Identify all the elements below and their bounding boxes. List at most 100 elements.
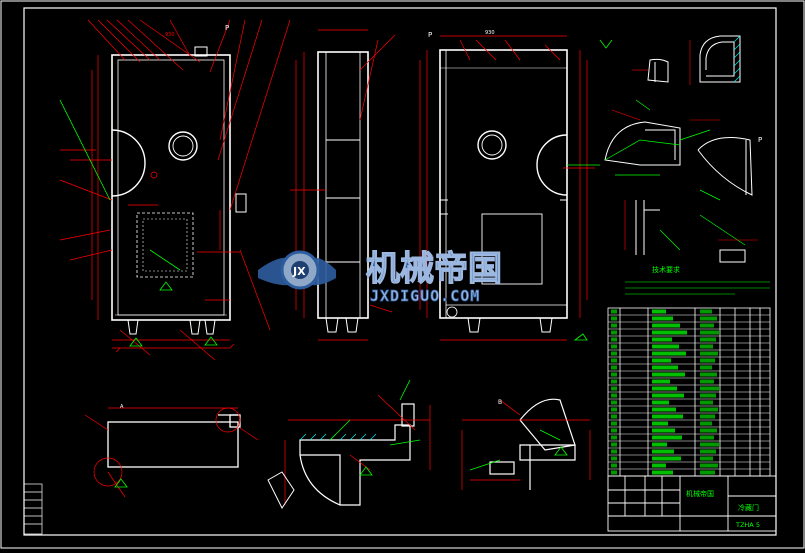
table-cell-name-mark <box>652 351 686 356</box>
table-cell-material-mark <box>700 407 718 412</box>
green-leader-lines <box>59 99 568 488</box>
table-cell-material-mark <box>700 442 719 447</box>
dimension-label-top: 930 <box>165 32 175 38</box>
technical-requirements-block: 技术要求 <box>625 265 770 295</box>
table-cell-name-mark <box>652 379 670 384</box>
bottom-detail-3-dims <box>461 399 591 490</box>
table-cell-material-mark <box>700 449 716 454</box>
table-cell-material-mark <box>700 470 715 475</box>
watermark-latin: JXDIGUO.COM <box>370 287 480 305</box>
table-cell-index-mark <box>611 316 617 321</box>
table-cell-name-mark <box>652 428 675 433</box>
table-cell-index-mark <box>611 365 617 370</box>
table-cell-name-mark <box>652 337 672 342</box>
table-cell-name-mark <box>652 442 667 447</box>
technical-requirements-heading: 技术要求 <box>652 265 680 274</box>
table-cell-material-mark <box>700 337 716 342</box>
bottom-detail-2-hatch <box>299 433 377 441</box>
table-cell-material-mark <box>700 323 714 328</box>
revision-mark-detail: P <box>758 136 762 144</box>
inner-border <box>23 7 777 536</box>
rear-view <box>439 49 568 333</box>
front-view-dimensions <box>59 19 291 361</box>
table-cell-name-mark <box>652 309 666 314</box>
table-cell-index-mark <box>611 344 617 349</box>
table-cell-name-mark <box>652 449 674 454</box>
table-cell-index-mark <box>611 407 617 412</box>
bottom-detail-1-dims <box>84 407 259 498</box>
bottom-detail-2 <box>299 403 415 506</box>
bottom-detail-2-dims <box>284 394 431 505</box>
table-cell-name-mark <box>652 407 676 412</box>
table-cell-index-mark <box>611 323 617 328</box>
svg-text:JX: JX <box>292 265 306 278</box>
table-cell-name-mark <box>652 316 673 321</box>
table-cell-material-mark <box>700 428 717 433</box>
table-cell-index-mark <box>611 435 617 440</box>
title-block-part-name: 冷藏门 <box>738 503 759 512</box>
title-block-drawing-number: TZHA 5 <box>735 521 760 529</box>
table-cell-name-mark <box>652 470 673 475</box>
revision-mark-rear: P <box>428 31 432 39</box>
table-cell-name-mark <box>652 358 671 363</box>
table-cell-index-mark <box>611 309 617 314</box>
table-cell-material-mark <box>700 351 718 356</box>
rear-view-green-marks <box>567 39 613 341</box>
table-cell-index-mark <box>611 414 617 419</box>
title-block-company: 机械帝国 <box>686 489 714 498</box>
table-cell-index-mark <box>611 463 617 468</box>
table-cell-name-mark <box>652 414 683 419</box>
table-cell-material-mark <box>700 379 714 384</box>
section-mark-a: A <box>120 404 124 410</box>
table-cell-material-mark <box>700 330 719 335</box>
dimension-label-top-right: 930 <box>485 30 495 36</box>
revision-mark-front: P <box>225 24 229 32</box>
detail-view-mid-right <box>604 121 753 263</box>
table-cell-name-mark <box>652 386 677 391</box>
table-cell-name-mark <box>652 323 680 328</box>
table-cell-material-mark <box>700 358 715 363</box>
table-cell-index-mark <box>611 372 617 377</box>
side-view <box>235 51 369 333</box>
bottom-detail-1 <box>107 414 241 468</box>
bottom-detail-4 <box>267 471 295 509</box>
table-cell-index-mark <box>611 442 617 447</box>
table-cell-index-mark <box>611 393 617 398</box>
table-cell-material-mark <box>700 365 712 370</box>
table-cell-index-mark <box>611 449 617 454</box>
parts-list-rows <box>608 314 770 470</box>
watermark-logo: JX <box>258 250 336 290</box>
left-revision-block <box>23 483 43 535</box>
table-cell-material-mark <box>700 316 717 321</box>
section-mark-b: B <box>498 399 502 406</box>
table-cell-name-mark <box>652 421 668 426</box>
table-cell-index-mark <box>611 428 617 433</box>
table-cell-index-mark <box>611 330 617 335</box>
table-cell-index-mark <box>611 456 617 461</box>
table-cell-name-mark <box>652 344 679 349</box>
table-cell-name-mark <box>652 372 685 377</box>
table-cell-material-mark <box>700 435 714 440</box>
table-cell-material-mark <box>700 386 719 391</box>
table-cell-index-mark <box>611 358 617 363</box>
table-cell-index-mark <box>611 337 617 342</box>
table-cell-material-mark <box>700 414 715 419</box>
detail-view-top-right <box>647 35 741 83</box>
table-cell-index-mark <box>611 470 617 475</box>
table-cell-index-mark <box>611 400 617 405</box>
table-cell-name-mark <box>652 365 678 370</box>
table-cell-material-mark <box>700 309 712 314</box>
rear-view-dimensions <box>419 35 595 341</box>
table-cell-index-mark <box>611 379 617 384</box>
detail-view-dims <box>611 40 758 250</box>
parts-list-marks <box>611 309 719 475</box>
table-cell-index-mark <box>611 386 617 391</box>
table-cell-material-mark <box>700 372 717 377</box>
watermark-chinese: 机械帝国 <box>366 249 502 289</box>
table-cell-name-mark <box>652 456 681 461</box>
table-cell-index-mark <box>611 421 617 426</box>
table-cell-index-mark <box>611 351 617 356</box>
